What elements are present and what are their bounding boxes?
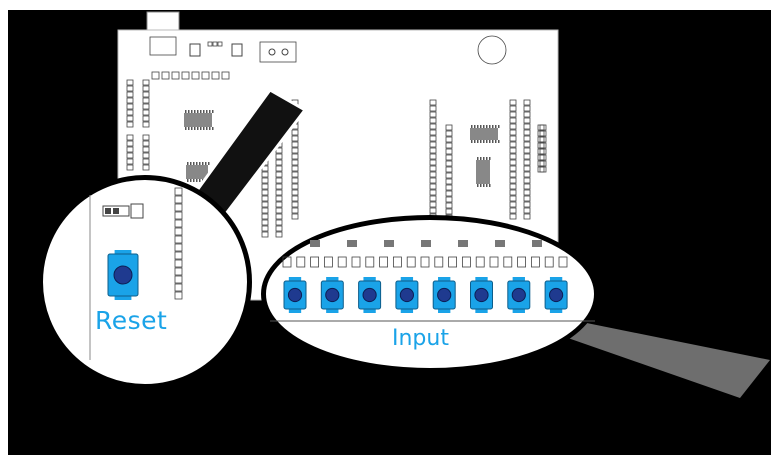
resistor (351, 256, 361, 268)
resistor (544, 256, 554, 268)
terminal-block (259, 41, 297, 63)
resistor (461, 256, 471, 268)
pin-header (142, 79, 150, 128)
push-button (320, 277, 344, 313)
led (532, 240, 542, 247)
push-button (544, 277, 568, 313)
pin (174, 259, 183, 268)
pin (174, 211, 183, 220)
small-component (231, 43, 243, 57)
small-component (217, 41, 223, 47)
small-component (221, 71, 230, 80)
small-component (189, 43, 201, 57)
pin (174, 275, 183, 284)
pin-header (509, 99, 517, 220)
ic-chip (476, 157, 491, 187)
small-component (171, 71, 180, 80)
resistor (282, 256, 292, 268)
resistor (517, 256, 526, 268)
led (310, 240, 320, 247)
terminal-screw (268, 48, 276, 56)
pin (174, 267, 183, 276)
resistor (296, 256, 306, 268)
usb-footprint (149, 36, 177, 56)
small-component (207, 41, 213, 47)
pin (174, 251, 183, 260)
led (458, 240, 468, 247)
led (347, 240, 357, 247)
push-button (107, 250, 139, 300)
small-component (201, 71, 210, 80)
resistor (503, 256, 513, 268)
led (495, 240, 505, 247)
reset-magnifier (38, 175, 252, 389)
pin-header (429, 99, 437, 220)
pin (174, 195, 183, 204)
resistor (531, 256, 540, 268)
resistor (323, 256, 333, 268)
pin-header (523, 99, 531, 220)
small-component (212, 41, 218, 47)
resistor (420, 256, 430, 268)
resistor (365, 256, 375, 268)
ic-chip (184, 110, 214, 130)
pin (174, 235, 183, 244)
push-button (470, 277, 493, 313)
pin (174, 203, 183, 212)
resistor (558, 256, 568, 268)
input-magnifier (261, 215, 599, 373)
resistor (489, 256, 499, 268)
resistor (448, 256, 458, 268)
small-component (161, 71, 170, 80)
push-button (283, 277, 307, 313)
input-pointer (545, 318, 770, 398)
pin-header (126, 79, 134, 128)
pin (174, 291, 183, 300)
resistor (379, 256, 389, 268)
pin (174, 187, 183, 196)
terminal-screw (281, 48, 289, 56)
small-component (151, 71, 160, 80)
small-component (181, 71, 190, 80)
pin-header (126, 134, 134, 171)
led (384, 240, 394, 247)
capacitor (477, 35, 507, 65)
resistor (406, 256, 416, 268)
resistor (475, 256, 485, 268)
pin (174, 283, 183, 292)
board-components (126, 35, 547, 238)
input-label: Input (392, 326, 449, 351)
pin (174, 219, 183, 228)
pin-header (539, 124, 547, 173)
usb-connector (146, 11, 180, 31)
resistor (434, 256, 444, 268)
ic-chip (470, 125, 500, 143)
reset-label: Reset (95, 306, 168, 335)
pin-header (142, 134, 150, 171)
push-button (432, 277, 456, 313)
resistor (392, 256, 402, 268)
ic-chip (186, 162, 210, 182)
pin (174, 227, 183, 236)
small-component (211, 71, 220, 80)
push-button (507, 277, 531, 313)
pin (174, 243, 183, 252)
resistor (310, 256, 320, 268)
led (421, 240, 431, 247)
push-button (395, 277, 419, 313)
push-button (358, 277, 382, 313)
resistor (337, 256, 347, 268)
small-component (191, 71, 200, 80)
